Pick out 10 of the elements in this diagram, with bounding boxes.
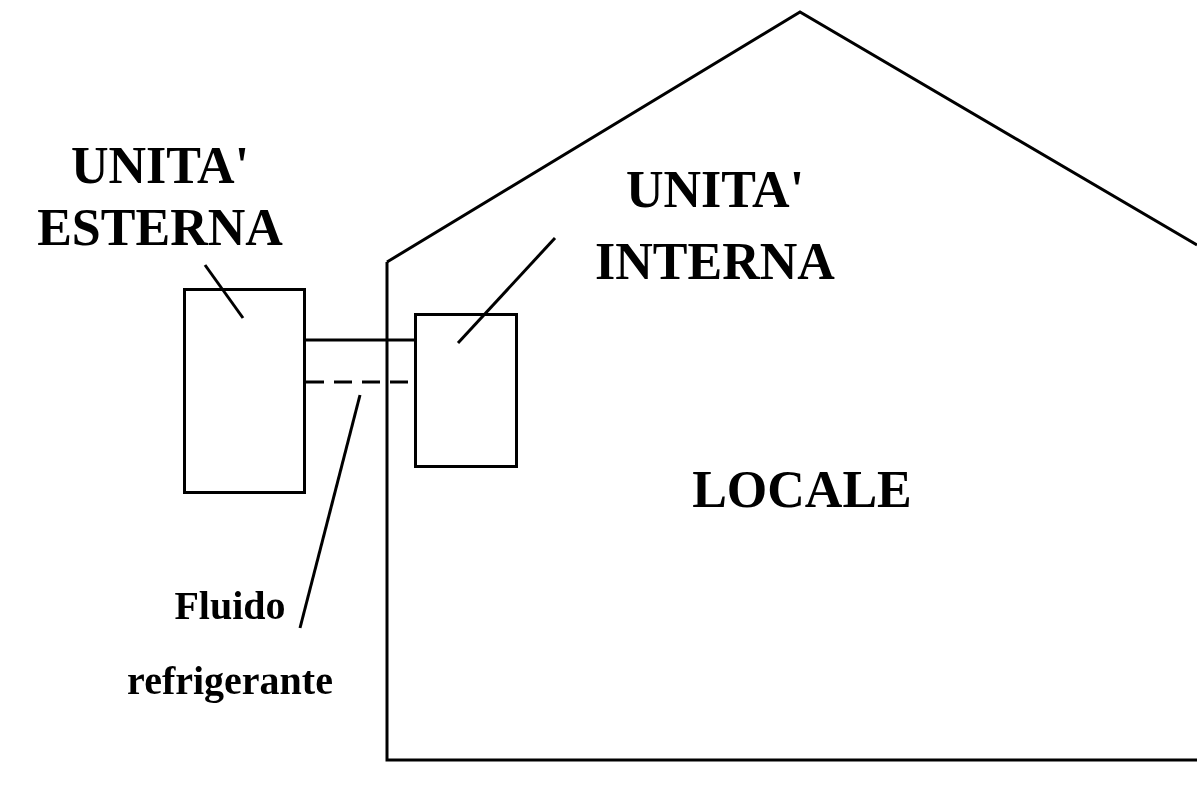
unit-label: UNITA' ESTERNA	[36, 136, 284, 258]
leader-line	[298, 394, 362, 629]
room-label: LOCALE	[691, 460, 913, 520]
unit-label: UNITA' INTERNA	[594, 160, 836, 292]
unit-box	[183, 288, 306, 494]
unit-box	[414, 313, 518, 468]
pipe-label: Fluido refrigerante	[126, 582, 334, 705]
leader-line	[456, 237, 557, 344]
refrigerant-pipe	[306, 338, 414, 342]
leader-line	[203, 264, 245, 319]
